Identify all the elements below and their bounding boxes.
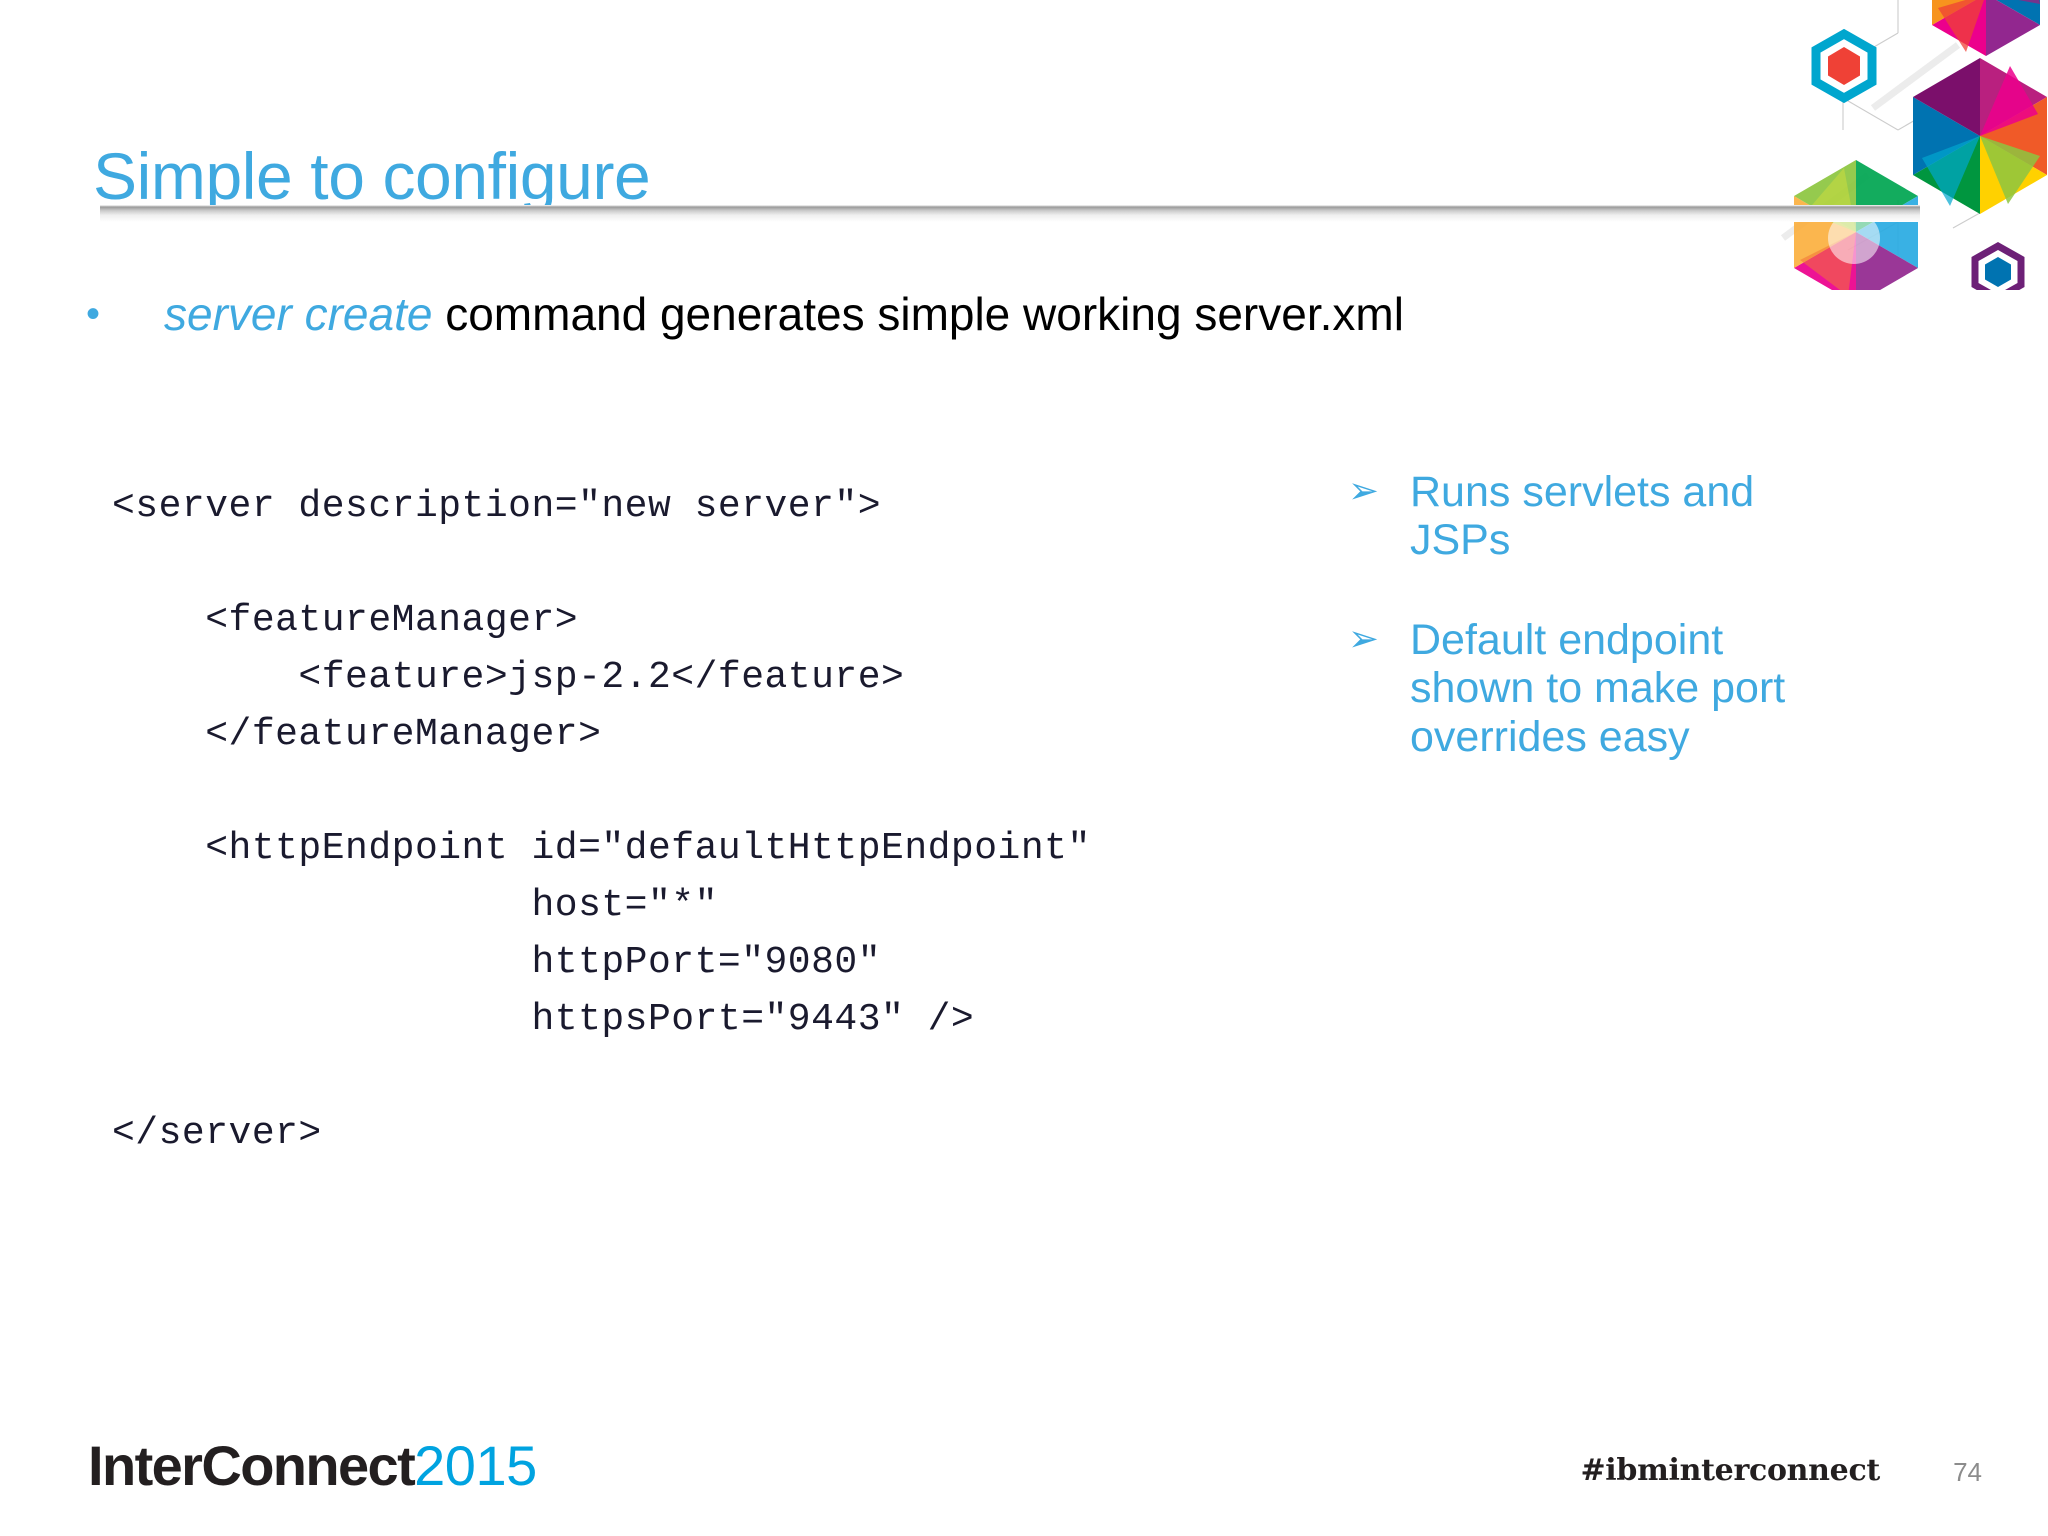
event-hashtag: #ibminterconnect	[1580, 1453, 1880, 1488]
side-note-item-1: ➢ Runs servlets and JSPs	[1348, 468, 1838, 564]
side-note-text-2: Default endpoint shown to make port over…	[1410, 616, 1786, 761]
logo-year-text: 2015	[414, 1434, 537, 1497]
interconnect-logo: InterConnect2015	[88, 1433, 537, 1498]
arrowhead-bullet-icon: ➢	[1348, 470, 1380, 511]
command-emphasis: server create	[164, 288, 433, 340]
side-note-item-2: ➢ Default endpoint shown to make port ov…	[1348, 616, 1838, 760]
arrowhead-bullet-icon: ➢	[1348, 618, 1380, 660]
main-bullet-text: server create command generates simple w…	[164, 288, 1404, 341]
slide-page-number: 74	[1953, 1457, 1982, 1487]
title-divider	[100, 205, 1920, 222]
side-note-text-1: Runs servlets and JSPs	[1410, 468, 1755, 565]
logo-brand-text: InterConnect	[88, 1434, 416, 1497]
page-title: Simple to configure	[93, 139, 651, 214]
server-xml-code-block: <server description="new server"> <featu…	[112, 485, 1091, 1155]
side-notes-list: ➢ Runs servlets and JSPs ➢ Default endpo…	[1348, 468, 1838, 813]
main-bullet-rest: command generates simple working server.…	[432, 288, 1404, 340]
bullet-dot-icon: •	[86, 292, 101, 336]
hexagon-network-decoration	[1780, 0, 2047, 290]
main-bullet-item: • server create command generates simple…	[86, 288, 1404, 341]
